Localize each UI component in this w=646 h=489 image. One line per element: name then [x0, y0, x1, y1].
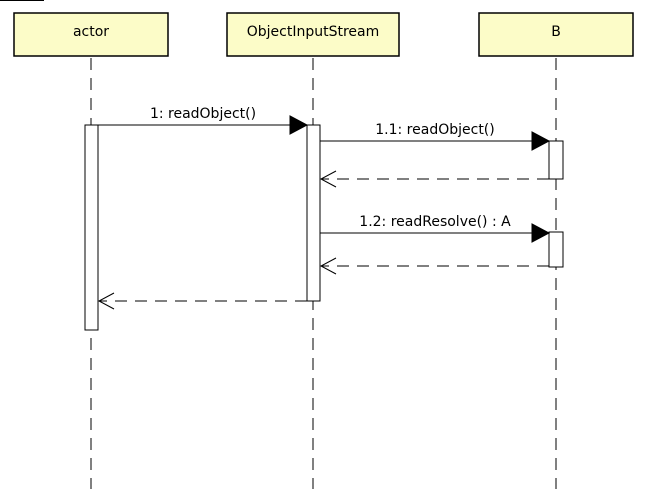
lifeline-b[interactable]: B — [478, 12, 634, 489]
return-1-2-arrowhead — [319, 257, 337, 275]
lifeline-objectinputstream[interactable]: ObjectInputStream — [226, 12, 400, 489]
lifeline-objectinputstream-name: ObjectInputStream — [247, 24, 380, 40]
lifeline-actor[interactable]: actor — [13, 12, 169, 489]
message-1-2-readresolve[interactable]: 1.2: readResolve() : A — [320, 214, 551, 243]
lifeline-b-box[interactable] — [478, 12, 634, 57]
message-1-1-label: 1.1: readObject() — [375, 122, 494, 138]
message-1-label: 1: readObject() — [150, 106, 256, 122]
activation-b-2 — [548, 231, 564, 268]
lifeline-b-name: B — [551, 24, 561, 40]
message-1-2-arrowhead — [531, 223, 551, 243]
lifeline-objectinputstream-box[interactable] — [226, 12, 400, 57]
message-1-2-label: 1.2: readResolve() : A — [359, 214, 511, 230]
lifeline-actor-box[interactable] — [13, 12, 169, 57]
activation-b-1 — [548, 140, 564, 180]
message-1-readobject[interactable]: 1: readObject() — [98, 106, 309, 135]
message-1-1-arrowhead — [531, 131, 551, 151]
lifeline-actor-name: actor — [73, 24, 109, 40]
activation-actor — [84, 124, 99, 331]
return-1-1-arrowhead — [319, 170, 337, 188]
message-1-1-readobject[interactable]: 1.1: readObject() — [320, 122, 551, 151]
return-1[interactable] — [97, 292, 307, 310]
return-1-2[interactable] — [319, 257, 549, 275]
message-1-arrowhead — [289, 115, 309, 135]
return-1-1[interactable] — [319, 170, 549, 188]
return-1-arrowhead — [97, 292, 115, 310]
activation-objectinputstream — [306, 124, 321, 302]
